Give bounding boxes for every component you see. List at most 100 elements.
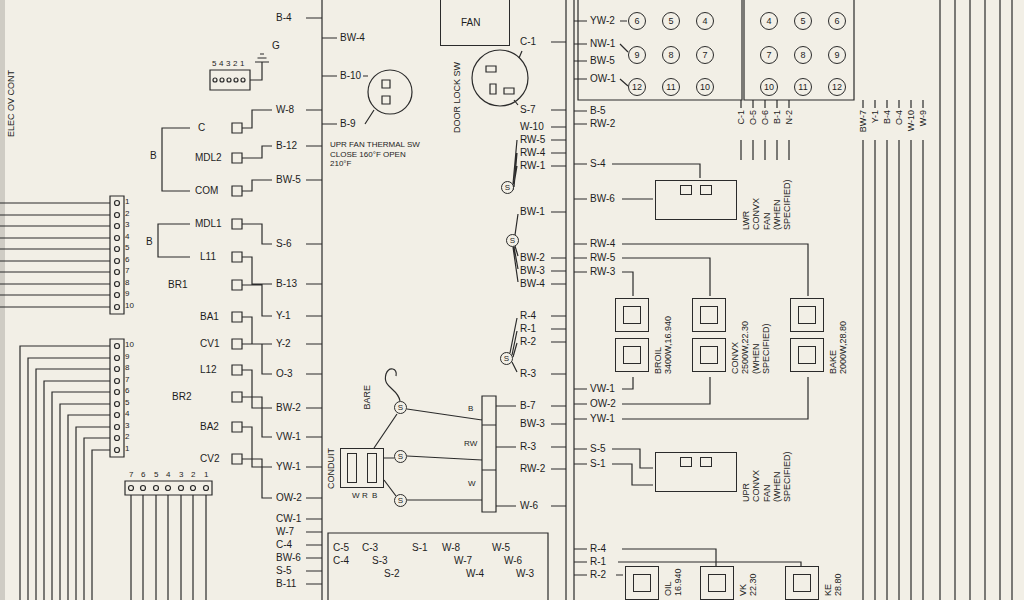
vertical-label: W-10 bbox=[906, 110, 916, 131]
terminal-strip bbox=[374, 396, 516, 512]
terminal-mark bbox=[623, 346, 641, 364]
vertical-label: W-9 bbox=[918, 110, 928, 126]
component-label: LWR CONVX FAN (WHEN SPECIFIED) bbox=[741, 180, 793, 230]
pin-number: 7 bbox=[125, 267, 129, 276]
wire-label: S-1 bbox=[590, 458, 606, 470]
vertical-label: O-6 bbox=[760, 110, 770, 125]
wire-label: BA1 bbox=[200, 311, 219, 323]
wire-label: B bbox=[150, 150, 157, 162]
pin-number: 6 bbox=[125, 256, 129, 265]
heating-element: VK 22.30 bbox=[700, 566, 759, 600]
plug-pin-number: 7 bbox=[760, 46, 778, 64]
control-wire bbox=[158, 110, 272, 498]
pin-number: 7 bbox=[129, 471, 133, 480]
wire-label: NW-1 bbox=[590, 38, 615, 50]
harness-wire bbox=[551, 42, 566, 506]
wire-label: RW-2 bbox=[590, 118, 615, 130]
control-wire bbox=[306, 18, 322, 584]
wire-label: YW-1 bbox=[590, 413, 615, 425]
component-label: OIL 16.940 bbox=[663, 566, 684, 596]
fan-outline bbox=[655, 452, 737, 492]
pin-number: 4 bbox=[125, 410, 129, 419]
vertical-label: O-5 bbox=[748, 110, 758, 125]
wire-label: B-10 bbox=[340, 70, 361, 82]
wire-label: W-3 bbox=[516, 568, 534, 580]
terminal-mark bbox=[367, 453, 377, 483]
plug-pin-number: 9 bbox=[628, 46, 646, 64]
splice-mark: S bbox=[394, 450, 407, 463]
ground-symbol bbox=[250, 54, 269, 80]
wire-label: W-6 bbox=[520, 500, 538, 512]
fan-box: FAN bbox=[440, 0, 510, 46]
conduit-block: CONDUIT bbox=[326, 448, 384, 489]
splice-mark: S bbox=[394, 494, 407, 507]
pin-number: 10 bbox=[125, 302, 134, 311]
vertical-label: O-4 bbox=[894, 110, 904, 125]
element-coil bbox=[692, 338, 726, 372]
wire-label: C bbox=[198, 122, 205, 134]
pin-number: 3 bbox=[179, 471, 183, 480]
pin-number: W bbox=[352, 492, 360, 501]
wire-label: B-9 bbox=[340, 118, 356, 130]
vertical-label: BARE bbox=[362, 385, 372, 410]
vertical-label: ELEC OV CONT bbox=[6, 70, 16, 137]
wire-label: R-1 bbox=[520, 323, 536, 335]
thermal-switch-contacts bbox=[322, 38, 390, 124]
pin-number: 6 bbox=[141, 471, 145, 480]
heating-element: OIL 16.940 bbox=[625, 566, 684, 600]
element-coil bbox=[700, 566, 734, 600]
pin-number: 5 bbox=[154, 471, 158, 480]
terminal-mark bbox=[700, 346, 718, 364]
plug-pin-number: 10 bbox=[760, 78, 778, 96]
wire-label: OW-1 bbox=[590, 73, 616, 85]
pin-number: B bbox=[372, 492, 377, 501]
wire-label: B-12 bbox=[276, 140, 297, 152]
plug-pin-number: 12 bbox=[828, 78, 846, 96]
pin-number: 10 bbox=[125, 341, 134, 350]
wire-label: R-2 bbox=[590, 569, 606, 581]
pin-number: 3 bbox=[125, 221, 129, 230]
pin-number: 1 bbox=[125, 445, 129, 454]
terminal-mark bbox=[347, 453, 357, 483]
splice-mark: S bbox=[506, 234, 519, 247]
terminal-pin bbox=[115, 78, 246, 491]
wire-label: S-5 bbox=[276, 565, 292, 577]
door-lock-contacts bbox=[486, 51, 522, 105]
note-text: UPR FAN THERMAL SW CLOSE 160°F OPEN 210°… bbox=[330, 140, 422, 169]
box-label: FAN bbox=[461, 17, 509, 29]
wire-label: RW-1 bbox=[520, 160, 545, 172]
terminal-mark bbox=[700, 185, 712, 195]
wire-label: BW-5 bbox=[276, 174, 301, 186]
wire-label: R-1 bbox=[590, 556, 606, 568]
vertical-label: BW-7 bbox=[858, 110, 868, 132]
plug-pin-number: 4 bbox=[760, 12, 778, 30]
pin-number: 7 bbox=[125, 376, 129, 385]
splice-mark: S bbox=[500, 352, 513, 365]
wire-label: BR1 bbox=[168, 279, 187, 291]
wire-label: Y-1 bbox=[276, 310, 291, 322]
wire-label: C-5 bbox=[333, 542, 349, 554]
scan-edge bbox=[0, 0, 5, 600]
pin-number: R bbox=[362, 492, 368, 501]
element-outline bbox=[625, 566, 659, 600]
vertical-label: N-2 bbox=[784, 110, 794, 125]
wire-label: R-4 bbox=[590, 543, 606, 555]
wire-label: R-4 bbox=[520, 310, 536, 322]
wire-label: S-3 bbox=[372, 555, 388, 567]
wire-label: RW-3 bbox=[590, 266, 615, 278]
door-lock-switch-symbol bbox=[472, 50, 528, 106]
pin-number: 5 bbox=[125, 399, 129, 408]
element-coil bbox=[615, 298, 649, 332]
pin-number: 9 bbox=[125, 290, 129, 299]
wire-label: VW-1 bbox=[590, 383, 615, 395]
wire-label: O-3 bbox=[276, 368, 293, 380]
component-label: BAKE 2000W,28.80 bbox=[828, 298, 849, 374]
wire-label: VW-1 bbox=[276, 431, 301, 443]
terminal-mark bbox=[623, 306, 641, 324]
spade-terminal bbox=[232, 123, 242, 464]
terminal-mark bbox=[798, 306, 816, 324]
wire-label: C-3 bbox=[362, 542, 378, 554]
vertical-label: B-4 bbox=[882, 110, 892, 124]
pin-number: 9 bbox=[125, 353, 129, 362]
wire-label: RW-5 bbox=[520, 134, 545, 146]
